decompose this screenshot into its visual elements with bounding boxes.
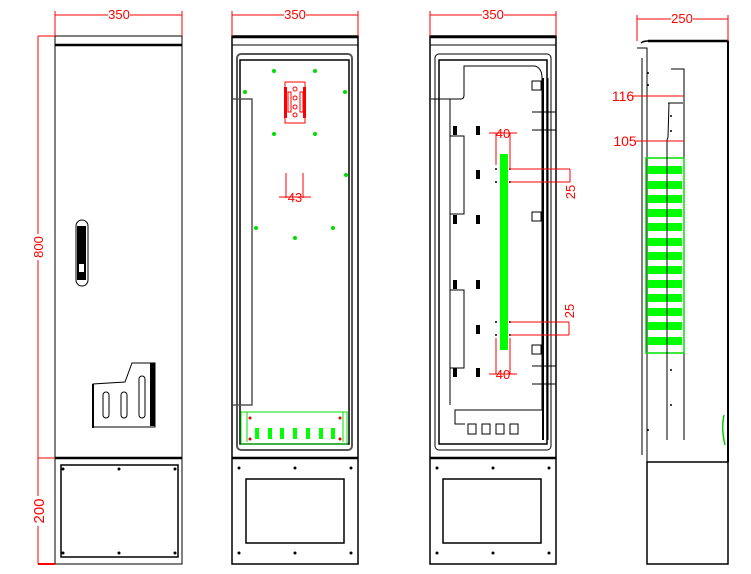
gland-plate: [92, 362, 156, 428]
upper-depth-dim: 116: [612, 88, 635, 104]
side-view: 250 116 105: [612, 11, 729, 565]
terminal-strip: [240, 411, 348, 445]
terminal-modules: [648, 166, 682, 345]
hole-spacing-dim: 43: [288, 190, 302, 205]
bottom-spacing-dim: 40: [496, 367, 510, 382]
upper-vertical-dim: 25: [563, 185, 578, 199]
door-handle: [75, 219, 89, 287]
inner-view: 43 350: [231, 7, 359, 565]
front-height-dim: 800: [31, 236, 46, 258]
din-rail: [500, 154, 508, 350]
top-spacing-dim: 40: [496, 126, 510, 141]
front-view: 350 800 200: [31, 7, 183, 565]
base-height-dim: 200: [31, 498, 48, 523]
side-depth-dim: 250: [671, 11, 693, 26]
lower-depth-dim: 105: [613, 133, 637, 149]
lower-vertical-dim: 25: [562, 304, 577, 318]
rear-inner-view: 40 40 25 25 350: [429, 7, 578, 565]
terminal-block: [284, 81, 306, 124]
rear-width-dim: 350: [482, 7, 504, 22]
inner-width-dim: 350: [284, 7, 306, 22]
front-width-dim: 350: [108, 7, 130, 22]
